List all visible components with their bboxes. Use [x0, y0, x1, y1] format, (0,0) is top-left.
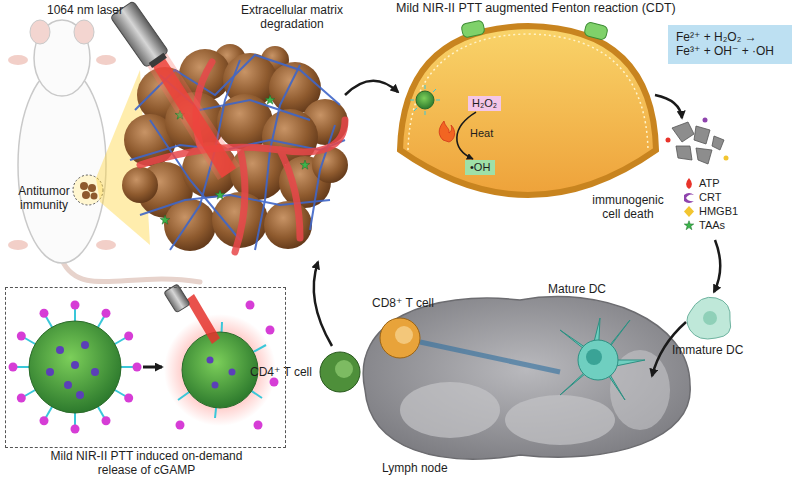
node-text: H₂O₂ [472, 97, 497, 110]
reaction-box: Fe²⁺ + H₂O₂ → Fe³⁺ + OH⁻ + ·OH [668, 25, 792, 64]
cell-label: CD8⁺ T cell [372, 297, 434, 311]
cell-label: CD4⁺ T cell [250, 366, 312, 380]
legend-text: ATP [699, 177, 720, 190]
panel-title: Mild NIR-II PTT augmented Fenton reactio… [396, 1, 676, 15]
cell-label: Immature DC [672, 344, 743, 358]
reactant-box: H₂O₂ [468, 96, 501, 111]
process-label: Extracellular matrix degradation [222, 4, 362, 32]
caption-text: Mild NIR-II PTT induced on-demand releas… [34, 450, 259, 477]
cell-label: Mature DC [548, 283, 606, 297]
legend-text: TAAs [699, 219, 725, 232]
legend-text: CRT [699, 191, 721, 204]
inset-box: Mild NIR-II PTT induced on-demand releas… [5, 287, 286, 448]
process-label: Antitumor immunity [6, 185, 82, 213]
process-label: immunogenic cell death [585, 194, 671, 222]
legend-text: HMGB1 [699, 205, 738, 218]
node-text: •OH [470, 161, 490, 174]
organ-label: Lymph node [382, 462, 448, 476]
product-box: •OH [465, 160, 495, 175]
heat-label: Heat [470, 127, 493, 140]
node-text: Fe²⁺ + H₂O₂ → Fe³⁺ + OH⁻ + ·OH [676, 30, 784, 59]
laser-label: 1064 nm laser [47, 4, 123, 18]
